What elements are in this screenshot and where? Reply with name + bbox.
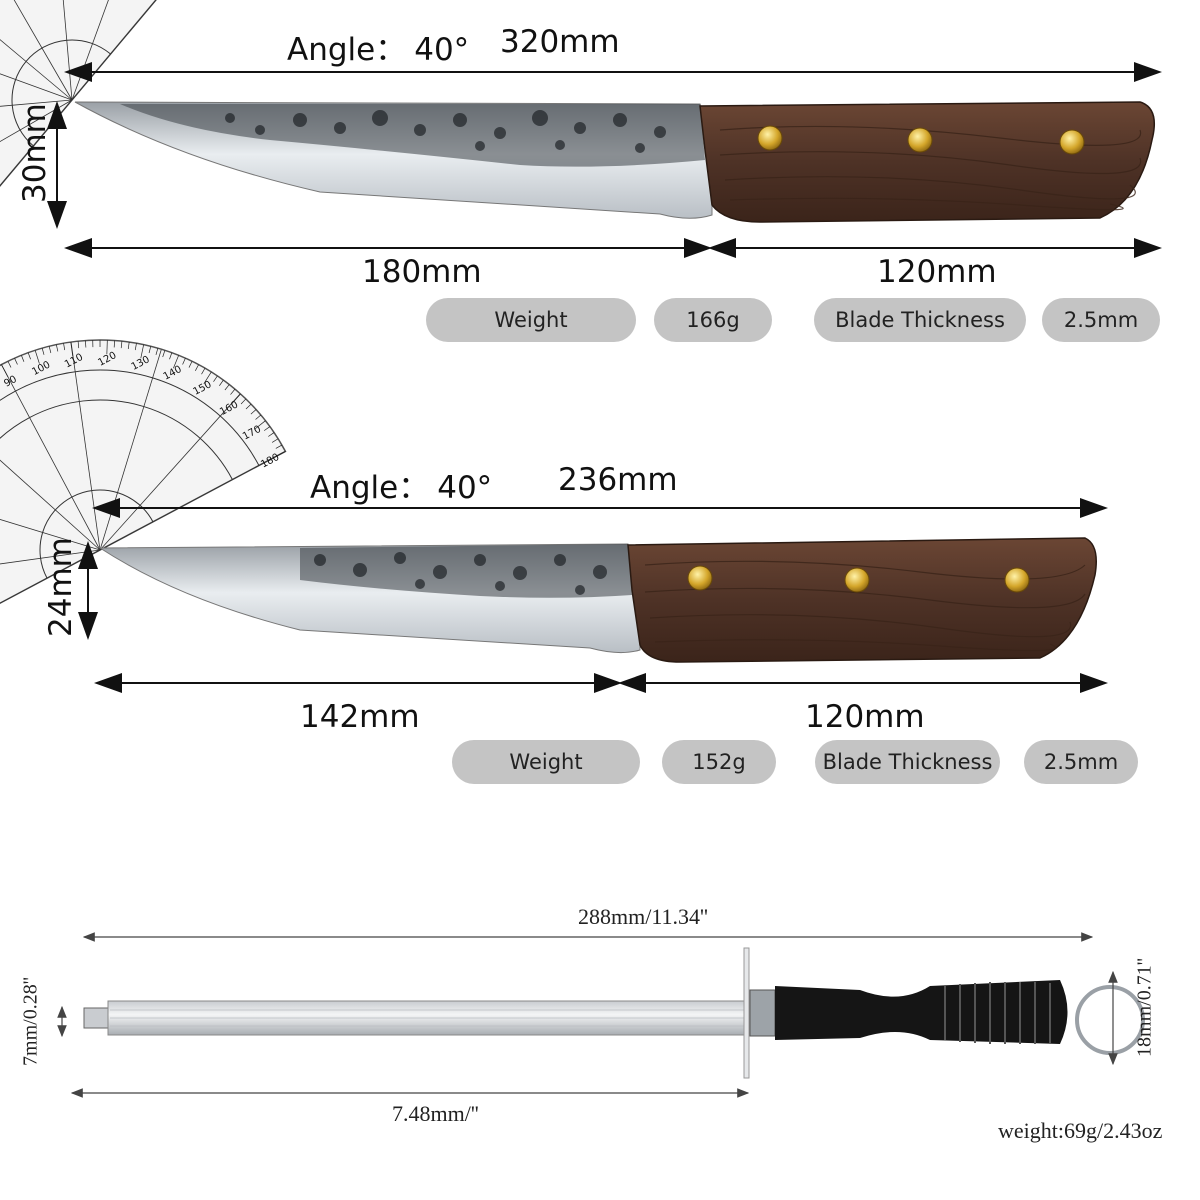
protractor-tick: [245, 403, 252, 410]
knife-2-handle: [627, 537, 1097, 663]
protractor-tick: [41, 348, 45, 355]
thickness-value-pill: 2.5mm: [1042, 298, 1160, 342]
protractor-tick: [230, 388, 236, 395]
weight-label-pill: Weight: [426, 298, 636, 342]
protractor-tick: [48, 346, 52, 354]
protractor-tick: [275, 444, 283, 449]
angle-label: Angle：40°: [310, 462, 492, 507]
protractor-tick: [1, 364, 9, 378]
blade-length-label: 180mm: [362, 254, 482, 290]
rod-diameter-label: 7mm/0.28'': [19, 977, 42, 1066]
protractor-tick: [134, 343, 137, 351]
protractor-tick: [162, 350, 166, 358]
protractor-tick: [219, 379, 224, 386]
rivet-icon: [687, 565, 713, 591]
protractor-tick: [140, 344, 145, 359]
rivet-icon: [1059, 129, 1085, 155]
honing-rod: [83, 947, 1145, 1079]
protractor-tick: [224, 384, 230, 391]
protractor-tick: [250, 409, 257, 415]
rod-total-length-label: 288mm/11.34'': [578, 904, 708, 929]
knife-2-blade: [98, 543, 641, 654]
rod-length-label: 7.48mm/'': [392, 1101, 479, 1126]
angle-value: 40°: [437, 470, 493, 506]
protractor-tick: [173, 355, 180, 369]
protractor-tick: [85, 340, 87, 348]
knife-1-blade: [74, 101, 713, 219]
angle-label-text: Angle：: [287, 32, 407, 68]
thickness-value-pill: 2.5mm: [1024, 740, 1138, 784]
protractor-tick: [203, 371, 212, 384]
protractor-tick: [182, 357, 186, 365]
blade-length-label: 142mm: [300, 699, 420, 735]
protractor-tick: [7, 361, 12, 368]
knife-1-handle: [699, 101, 1155, 223]
protractor-tick: [63, 343, 66, 351]
protractor-tick: [240, 398, 247, 405]
handle-length-label: 120mm: [877, 254, 997, 290]
protractor-tick: [127, 342, 130, 350]
rivet-icon: [757, 125, 783, 151]
angle-label-text: Angle：: [310, 470, 430, 506]
weight-value-pill: 166g: [654, 298, 772, 342]
protractor-tick: [27, 352, 31, 360]
protractor-tick: [195, 364, 199, 371]
rivet-icon: [1004, 567, 1030, 593]
protractor-tick: [155, 347, 159, 355]
rod-guard: [743, 947, 750, 1079]
height-label: 30mm: [17, 103, 53, 203]
height-label: 24mm: [43, 537, 79, 637]
protractor-tick: [268, 432, 275, 437]
handle-length-label: 120mm: [805, 699, 925, 735]
protractor-tick: [55, 344, 59, 352]
thickness-label-pill: Blade Thickness: [815, 740, 1000, 784]
protractor-tick: [99, 340, 101, 348]
protractor-tick: [14, 358, 18, 365]
protractor-tick: [230, 393, 241, 405]
protractor-tick: [34, 350, 40, 364]
protractor-tick: [254, 420, 266, 430]
angle-value: 40°: [414, 32, 470, 68]
protractor-tick: [21, 355, 25, 362]
rivet-icon: [844, 567, 870, 593]
thickness-label-pill: Blade Thickness: [814, 298, 1026, 342]
guard-height-label: 18mm/0.71'': [1133, 958, 1156, 1057]
protractor-scale-number: 90: [2, 374, 18, 390]
weight-label-pill: Weight: [452, 740, 640, 784]
protractor-tick: [120, 341, 123, 349]
rod-weight-label: weight:69g/2.43oz: [998, 1118, 1163, 1143]
protractor-tick: [201, 367, 206, 375]
protractor-tick: [255, 414, 262, 420]
rivet-icon: [907, 127, 933, 153]
total-length-label: 320mm: [500, 24, 620, 60]
protractor-tick: [263, 426, 271, 431]
protractor-tick: [77, 341, 80, 349]
protractor-tick: [113, 340, 116, 348]
protractor-tick: [188, 361, 193, 368]
protractor-tick: [148, 346, 152, 354]
weight-value-pill: 152g: [662, 740, 776, 784]
protractor-tick: [106, 340, 108, 355]
protractor-tick: [213, 375, 218, 382]
angle-label: Angle：40°: [287, 24, 469, 69]
protractor-tick: [70, 342, 74, 356]
total-length-label: 236mm: [558, 462, 678, 498]
protractor-tick: [92, 340, 94, 348]
protractor-tick: [169, 352, 173, 360]
protractor-tick: [271, 438, 279, 443]
protractor-tick: [272, 451, 286, 459]
